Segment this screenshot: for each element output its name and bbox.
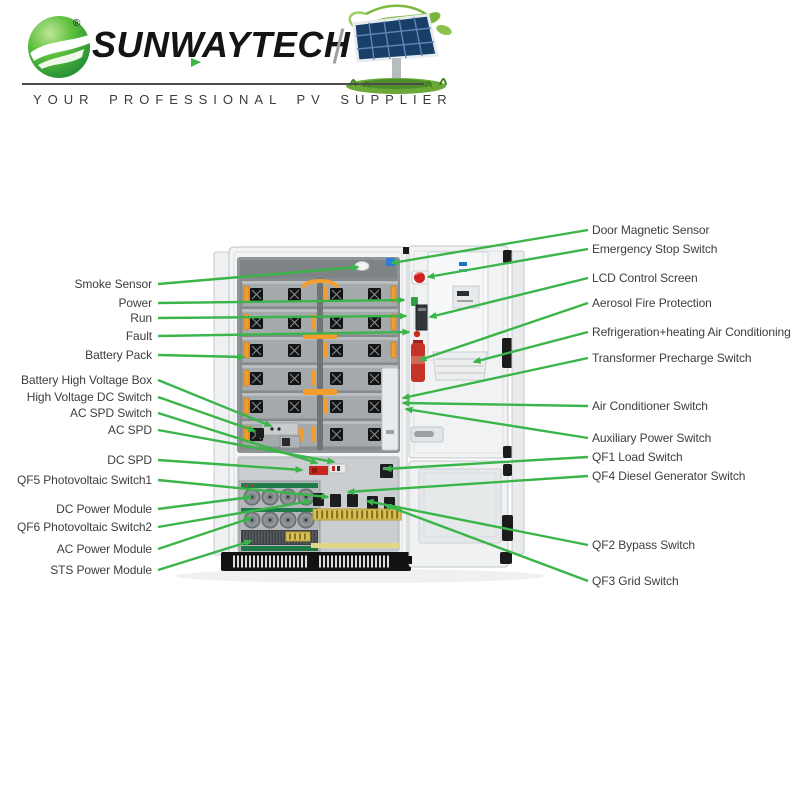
ac-spd [328,463,347,474]
brand-accent-triangle-icon [191,58,201,67]
high-voltage-dc-switch [256,428,264,438]
lcd-control-screen [415,304,429,331]
auxiliary-panel [381,367,399,451]
door-hinge [503,250,512,263]
emergency-stop-switch [411,270,429,285]
callout-label-right-9: QF4 Diesel Generator Switch [592,469,746,483]
callout-label-left-9: DC SPD [107,453,152,467]
battery-pack-stack [241,280,399,448]
fault-indicator [413,330,421,338]
qf1-load-switch [380,464,393,478]
callout-label-left-4: Battery Pack [85,348,152,362]
callout-label-left-12: QF6 Photovoltaic Switch2 [17,520,152,534]
callout-label-left-11: DC Power Module [56,502,152,516]
callout-label-left-2: Run [130,311,152,325]
terminal-strip [285,508,402,548]
solar-panel-icon [346,4,452,94]
callout-label-right-10: QF2 Bypass Switch [592,538,696,552]
callout-label-right-5: Transformer Precharge Switch [592,351,752,365]
cabinet-shadow [175,569,545,583]
callout-label-left-5: Battery High Voltage Box [20,373,152,387]
callout-label-left-6: High Voltage DC Switch [26,390,152,404]
callout-label-right-4: Refrigeration+heating Air Conditioning [592,325,791,339]
power-indicator [411,297,418,306]
base-vent-grille [221,552,411,571]
door-hinge [500,552,512,564]
callout-label-left-14: STS Power Module [50,563,152,577]
brand-logo-icon [28,16,90,78]
callout-label-left-3: Fault [125,329,152,343]
right-lower-door [404,460,513,568]
callout-label-left-13: AC Power Module [56,542,152,556]
callout-label-right-1: Emergency Stop Switch [592,242,718,256]
callout-label-left-0: Smoke Sensor [74,277,152,291]
callout-label-left-7: AC SPD Switch [69,406,152,420]
brand-name: SUNWAYTECH [92,24,351,65]
callout-arrows [157,228,589,583]
callout-label-right-2: LCD Control Screen [592,271,698,285]
header-divider-line [22,83,424,85]
callout-label-left-10: QF5 Photovoltaic Switch1 [17,473,152,487]
callout-label-left-8: AC SPD [107,423,152,437]
callout-label-right-8: QF1 Load Switch [592,450,683,464]
callout-label-right-6: Air Conditioner Switch [592,399,708,413]
power-module-stack [238,480,321,555]
door-handle [410,426,444,443]
callout-label-left-1: Power [118,296,152,310]
callout-label-right-7: Auxiliary Power Switch [592,431,712,445]
registered-trademark: ® [73,18,81,29]
door-hinge [503,446,512,458]
callout-label-right-11: QF3 Grid Switch [592,574,679,588]
dc-spd [309,466,328,475]
aerosol-fire-protection [411,340,425,382]
battery-jumper-cable [300,279,340,289]
callout-label-right-3: Aerosol Fire Protection [592,296,712,310]
brand-tagline: YOUR PROFESSIONAL PV SUPPLIER [33,92,453,107]
door-hinge [503,464,512,476]
callout-label-right-0: Door Magnetic Sensor [592,223,710,237]
